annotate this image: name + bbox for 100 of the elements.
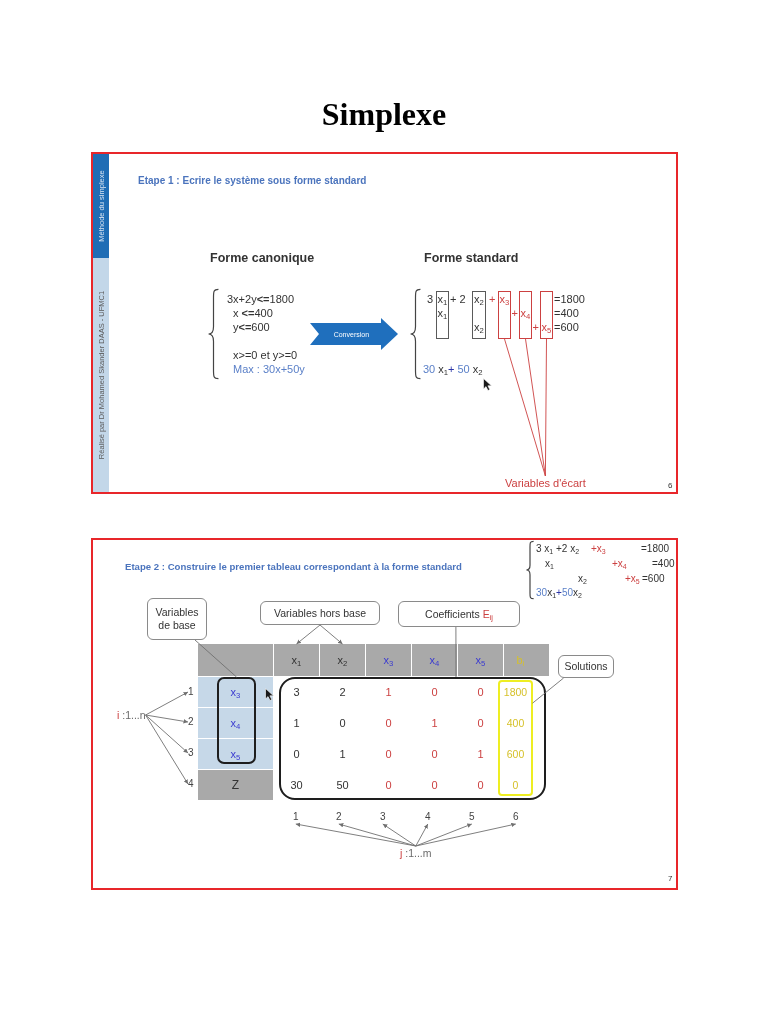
index-label: j :1...m	[400, 846, 432, 860]
column-box	[436, 291, 449, 339]
table-value: 3	[293, 685, 300, 699]
variable-name: x$_{2}$	[474, 320, 484, 334]
equation-term: + 2	[450, 292, 466, 306]
table-value: 0	[339, 716, 346, 730]
equation-term: 30	[423, 362, 436, 376]
highlight-box	[279, 677, 546, 800]
table-value: 0	[431, 685, 438, 699]
header-cell: x$_{5}$	[458, 644, 503, 676]
header-cell: x$_{1}$	[274, 644, 319, 676]
highlight-box	[217, 677, 256, 764]
row-number: 1	[188, 685, 194, 699]
table-value: 0	[385, 747, 392, 761]
column-number: 4	[425, 810, 431, 824]
equation-term: x$_{1}$	[438, 362, 449, 376]
equation-term: 3 x$_{1}$ +2 x$_{2}$	[536, 542, 580, 556]
equation-term: 30	[536, 586, 548, 600]
column-number: 1	[293, 810, 299, 824]
equation-term: x$_{1}$	[547, 586, 557, 600]
table-value: 1	[339, 747, 346, 761]
leader-line	[194, 639, 237, 678]
section-heading: Forme standard	[424, 251, 519, 265]
table-value: 50	[336, 778, 349, 792]
row-number: 2	[188, 715, 194, 729]
table-value: 0	[512, 778, 519, 792]
table-value: 0	[477, 778, 484, 792]
equation-term: +x$_{3}$	[591, 542, 606, 556]
row-number: 4	[188, 777, 194, 791]
callout-box: Coefficients E$_{ij}$	[398, 601, 520, 627]
highlight-box	[497, 680, 533, 796]
table-value: 0	[477, 716, 484, 730]
header-cell: x$_{4}$	[412, 644, 457, 676]
header-cell: x$_{3}$	[366, 644, 411, 676]
page-title: Simplexe	[321, 95, 447, 134]
equation-term: =600	[642, 572, 665, 586]
equation-term: =1800	[641, 542, 670, 556]
page-number: 6	[668, 481, 673, 491]
sidebar-band	[93, 154, 109, 258]
equation-term: 3	[427, 292, 434, 306]
equation-term: +	[532, 320, 539, 334]
section-heading: Forme canonique	[210, 251, 315, 265]
table-value: 0	[385, 778, 392, 792]
equation-term: +	[511, 306, 518, 320]
variable-name: x$_{2}$	[474, 292, 484, 306]
callout-box: Variables hors base	[260, 601, 380, 625]
equation-line: 3x+2y<=1800	[227, 292, 294, 306]
variable-name: x$_{1}$	[437, 292, 448, 306]
variable-name: x$_{5}$	[230, 747, 241, 761]
equation-term: x$_{2}$	[472, 362, 483, 376]
variable-name: x$_{1}$	[437, 306, 448, 320]
header-cell: Z	[198, 770, 273, 800]
table-value: 0	[385, 716, 392, 730]
column-number: 3	[380, 810, 386, 824]
equation-term: +x$_{5}$	[625, 572, 640, 586]
equation-line: x <=400	[233, 306, 273, 320]
leader-line	[532, 677, 565, 704]
table-value: 1	[385, 685, 392, 699]
table-value: 0	[293, 747, 300, 761]
callout-box: Variables de base	[147, 598, 207, 640]
column-box	[540, 291, 553, 339]
column-box	[472, 291, 486, 339]
equation-term: 50	[457, 362, 470, 376]
table-value: 0	[431, 778, 438, 792]
equation-term: =400	[554, 306, 579, 320]
header-cell: b$_{i}$	[504, 644, 549, 676]
callout-box: Solutions	[558, 655, 614, 678]
table-value: 1800	[503, 685, 528, 699]
table-value: 1	[477, 747, 484, 761]
table-value: 1	[431, 716, 438, 730]
leader-line	[544, 338, 547, 477]
equation-term: +	[489, 292, 496, 306]
column-number: 6	[513, 810, 519, 824]
table-value: 30	[290, 778, 303, 792]
row-number: 3	[188, 746, 194, 760]
equation-term: =600	[554, 320, 579, 334]
equation-term: 50	[561, 586, 573, 600]
table-value: 0	[431, 747, 438, 761]
equation-term: =400	[652, 557, 675, 571]
slide-panel	[91, 538, 678, 890]
equation-term: =1800	[554, 292, 585, 306]
column-number: 2	[336, 810, 342, 824]
leader-line	[525, 338, 546, 477]
variable-name: x$_{5}$	[541, 320, 552, 334]
equation-term: x$_{2}$	[578, 572, 587, 586]
variable-name: x$_{4}$	[230, 716, 241, 730]
column-number: 5	[469, 810, 475, 824]
equation-term: +	[448, 362, 455, 376]
equation-line: y<=600	[233, 320, 270, 334]
header-cell: x$_{2}$	[320, 644, 365, 676]
variable-name: x$_{4}$	[520, 306, 531, 320]
equation-line: x>=0 et y>=0	[233, 348, 298, 362]
slide-heading: Etape 2 : Construire le premier tableau correspondant à la forme standard	[125, 560, 462, 574]
header-cell	[198, 644, 273, 676]
equation-term: x$_{2}$	[573, 586, 582, 600]
variable-name: x$_{3}$	[230, 685, 241, 699]
table-value: 1	[293, 716, 300, 730]
table-value: 0	[477, 685, 484, 699]
slide-panel	[91, 152, 678, 494]
sidebar-band	[93, 258, 109, 492]
